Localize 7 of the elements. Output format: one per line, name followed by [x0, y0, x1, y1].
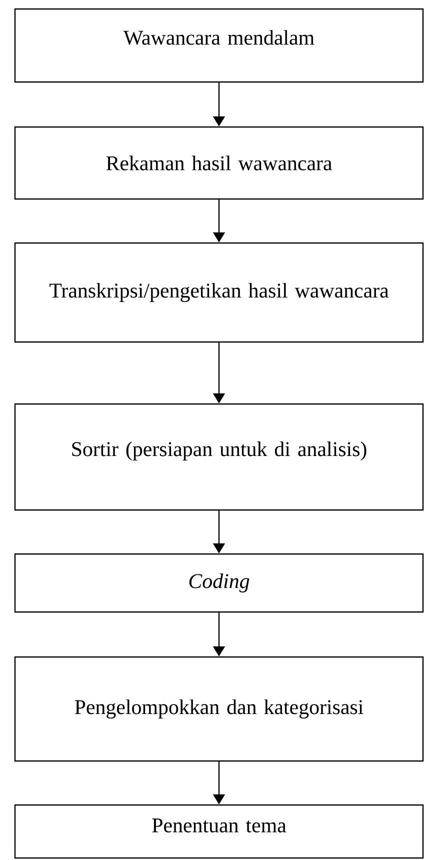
process-box: Wawancara mendalam	[14, 8, 424, 83]
process-box: Pengelompokkan dan kategorisasi	[14, 656, 424, 762]
process-box: Sortir (persiapan untuk di analisis)	[14, 403, 424, 511]
process-box: Coding	[14, 553, 424, 613]
process-box: Rekaman hasil wawancara	[14, 126, 424, 200]
process-box: Penentuan tema	[14, 804, 424, 859]
process-box: Transkripsi/pengetikan hasil wawancara	[14, 242, 424, 343]
